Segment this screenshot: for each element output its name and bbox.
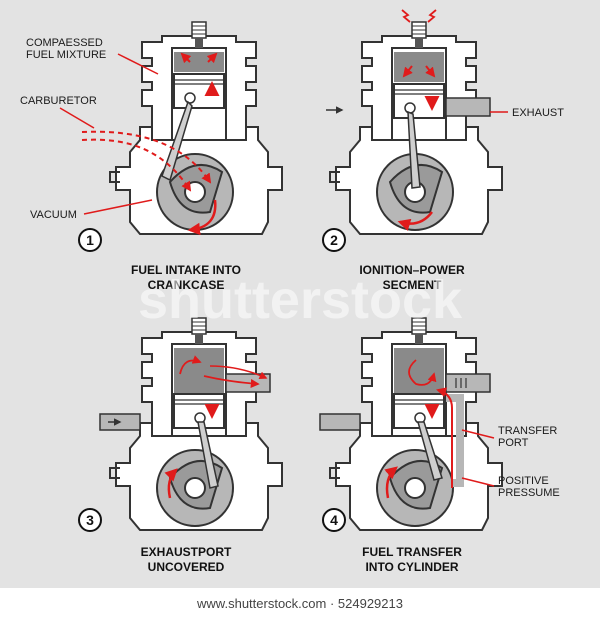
panel-3-engine <box>99 317 283 531</box>
caption-1-line2: CRANKCASE <box>148 278 225 292</box>
panel-4-engine <box>319 317 503 531</box>
number-badge-4: 4 <box>322 508 346 532</box>
svg-text:1: 1 <box>86 232 94 248</box>
label-transfer-1: TRANSFER <box>498 425 557 437</box>
svg-text:2: 2 <box>330 232 338 248</box>
diagram-canvas: COMPAESSED FUEL MIXTURE CARBURETOR VACUU… <box>20 9 564 574</box>
label-vacuum: VACUUM <box>30 209 77 221</box>
label-positive-2: PRESSUME <box>498 487 560 499</box>
svg-text:4: 4 <box>330 512 338 528</box>
label-compressed-fuel-2: FUEL MIXTURE <box>26 49 106 61</box>
label-carburetor: CARBURETOR <box>20 95 97 107</box>
leader-positive <box>461 477 495 487</box>
footer-credit: www.shutterstock.com · 524929213 <box>0 588 600 620</box>
number-badge-2: 2 <box>322 228 346 252</box>
caption-3-line2: UNCOVERED <box>148 560 225 574</box>
label-exhaust: EXHAUST <box>512 107 564 119</box>
svg-text:3: 3 <box>86 512 94 528</box>
caption-3-line1: EXHAUSTPORT <box>141 545 232 559</box>
label-positive-1: POSITIVE <box>498 475 549 487</box>
panel-2-engine <box>326 9 503 235</box>
caption-2-line1: IONITION–POWER <box>359 263 465 277</box>
caption-1-line1: FUEL INTAKE INTO <box>131 263 241 277</box>
number-badge-3: 3 <box>78 508 102 532</box>
leader-vacuum <box>83 199 153 215</box>
number-badge-1: 1 <box>78 228 102 252</box>
caption-2-line2: SECMENT <box>383 278 442 292</box>
panel-1-engine <box>81 21 283 236</box>
label-compressed-fuel-1: COMPAESSED <box>26 37 103 49</box>
label-transfer-2: PORT <box>498 437 529 449</box>
caption-4-line2: INTO CYLINDER <box>365 560 458 574</box>
watermark: shutterstock <box>138 270 463 330</box>
leader-carburetor <box>59 107 95 129</box>
caption-4-line1: FUEL TRANSFER <box>362 545 462 559</box>
leader-transfer <box>461 429 495 439</box>
leader-compressed <box>117 53 159 75</box>
